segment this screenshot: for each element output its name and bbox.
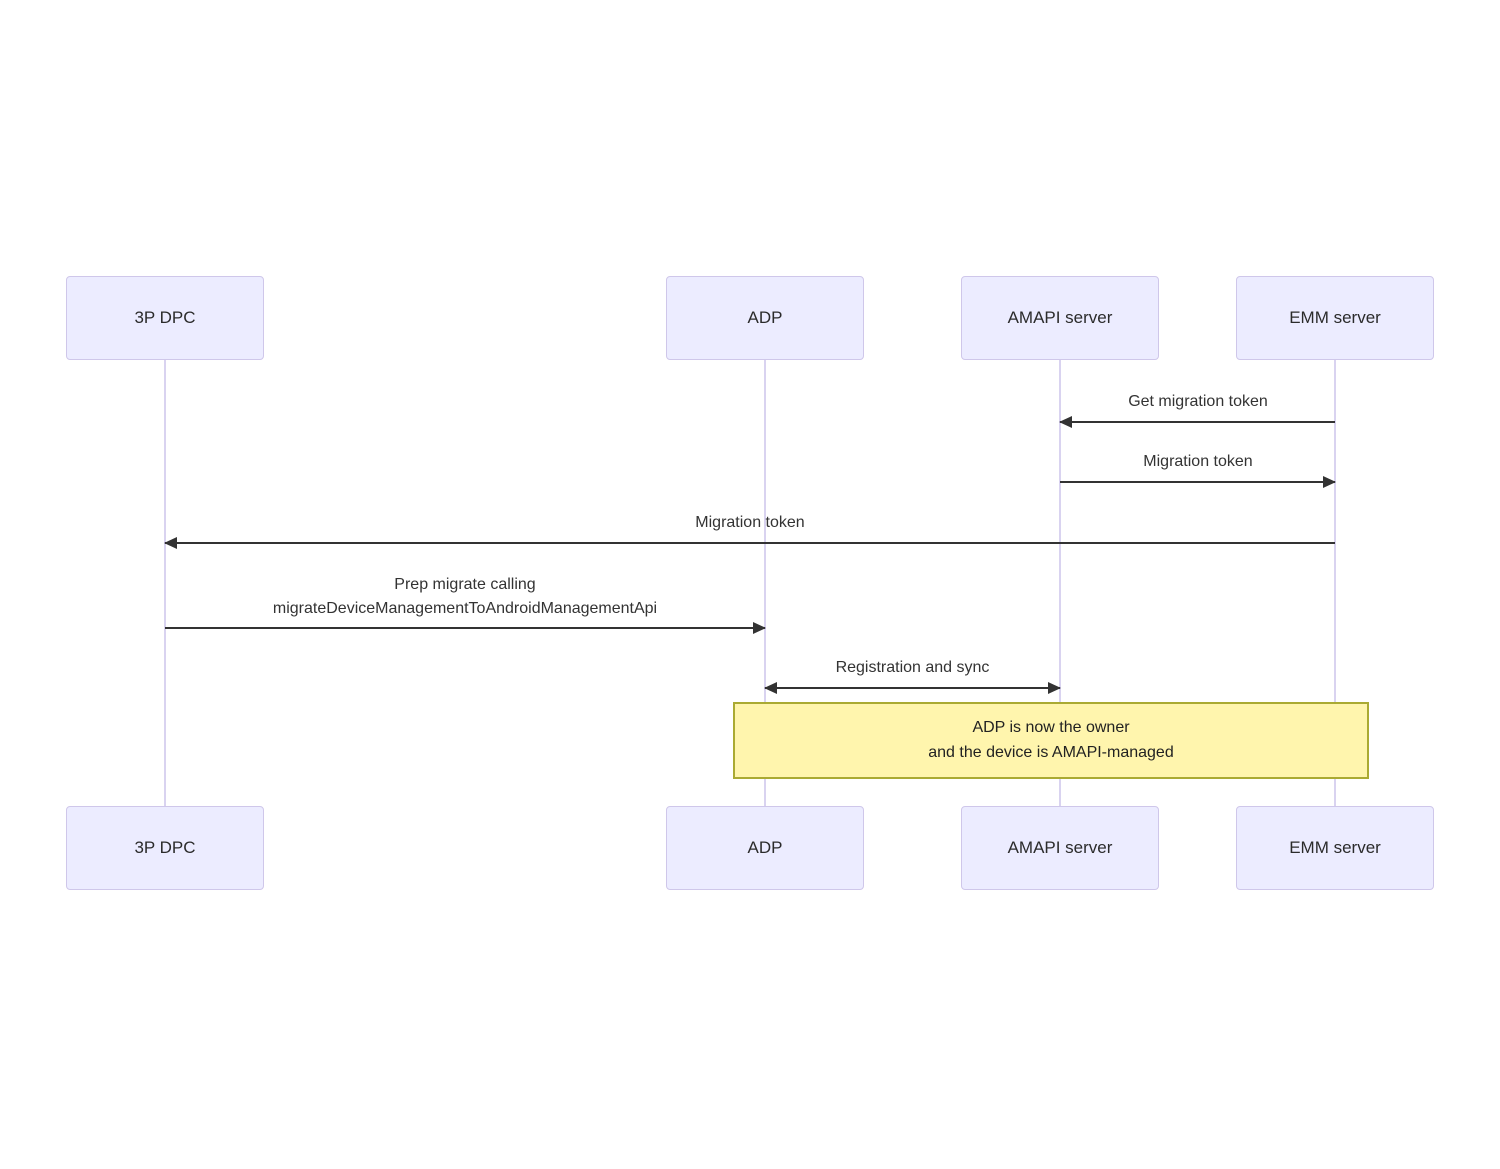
- note-line1: ADP is now the owner: [972, 719, 1130, 736]
- message-label-registration-and-sync: Registration and sync: [835, 659, 990, 676]
- participant-top-amapi-server: AMAPI server: [961, 276, 1159, 360]
- message-label-line1: Prep migrate calling: [394, 576, 536, 593]
- arrowhead-right-icon: [753, 622, 766, 634]
- arrowhead-right-icon: [1323, 476, 1336, 488]
- participant-bottom-3p-dpc: 3P DPC: [66, 806, 264, 890]
- participant-label: ADP: [747, 838, 783, 857]
- participant-label: AMAPI server: [1007, 838, 1113, 857]
- participant-label: AMAPI server: [1007, 308, 1113, 327]
- message-label-prep-migrate: Prep migrate calling migrateDeviceManage…: [165, 573, 765, 621]
- arrowhead-right-icon: [1048, 682, 1061, 694]
- participant-label: 3P DPC: [134, 308, 196, 327]
- participant-top-adp: ADP: [666, 276, 864, 360]
- message-arrow-migration-token-to-emm: [1060, 476, 1336, 488]
- message-arrow-registration-and-sync: [764, 682, 1061, 694]
- participant-top-3p-dpc: 3P DPC: [66, 276, 264, 360]
- participant-label: 3P DPC: [134, 838, 196, 857]
- message-arrow-migration-token-to-dpc: [164, 537, 1335, 549]
- message-label-migration-token-to-emm: Migration token: [1143, 453, 1253, 470]
- arrowhead-left-icon: [1059, 416, 1072, 428]
- lifeline-amapi-server: [1059, 360, 1061, 806]
- participant-label: EMM server: [1289, 838, 1381, 857]
- arrowhead-left-icon: [764, 682, 777, 694]
- lifeline-emm-server: [1334, 360, 1336, 806]
- note-adp-owner: ADP is now the owner and the device is A…: [733, 702, 1369, 779]
- participant-top-emm-server: EMM server: [1236, 276, 1434, 360]
- participant-label: EMM server: [1289, 308, 1381, 327]
- participant-bottom-emm-server: EMM server: [1236, 806, 1434, 890]
- participant-bottom-amapi-server: AMAPI server: [961, 806, 1159, 890]
- message-label-migration-token-to-dpc: Migration token: [695, 514, 805, 531]
- participant-bottom-adp: ADP: [666, 806, 864, 890]
- participant-label: ADP: [747, 308, 783, 327]
- message-label-line2: migrateDeviceManagementToAndroidManageme…: [272, 600, 658, 617]
- message-label-get-migration-token: Get migration token: [1128, 393, 1268, 410]
- lifeline-3p-dpc: [164, 360, 166, 806]
- lifeline-adp: [764, 360, 766, 806]
- arrowhead-left-icon: [164, 537, 177, 549]
- note-line2: and the device is AMAPI-managed: [928, 744, 1174, 761]
- message-arrow-get-migration-token: [1059, 416, 1335, 428]
- message-arrow-prep-migrate: [165, 622, 766, 634]
